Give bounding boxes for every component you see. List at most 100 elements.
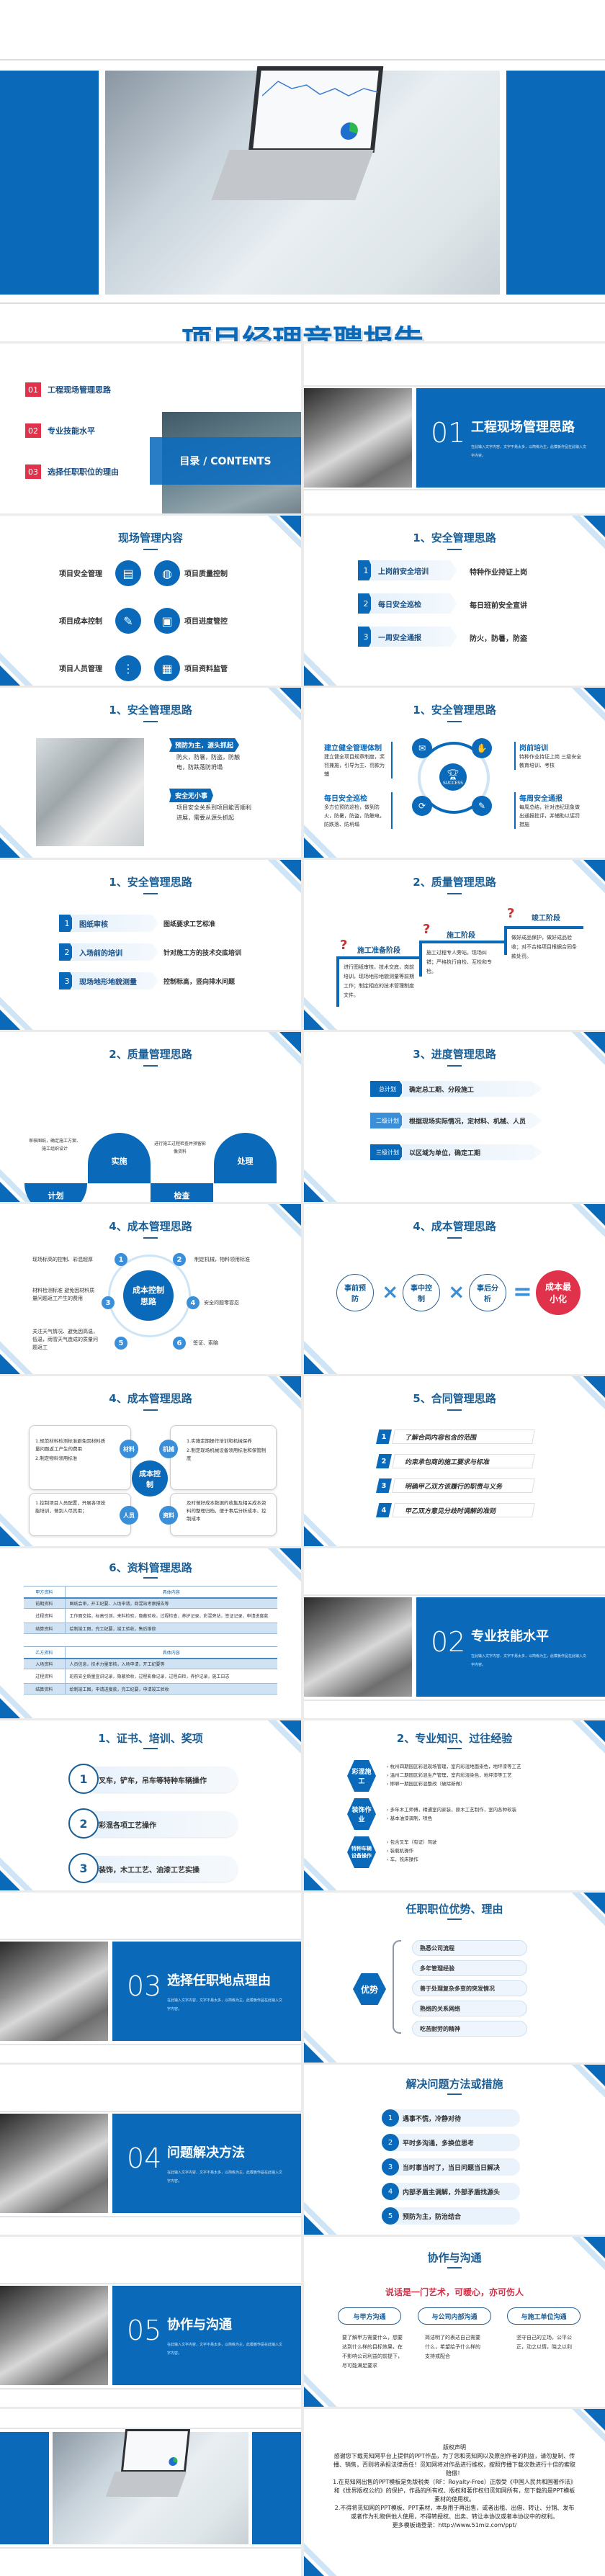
party-a-table: 甲方资料具体内容 前期资料图纸会审，开工纪要、入场申请，商混站考察报告等 过程资… [24, 1586, 277, 1634]
table-cell: 过程资料 [24, 1669, 66, 1684]
step-number: 1 [358, 560, 374, 580]
slide-title: 2、质量管理思路 [413, 876, 496, 889]
section-03-slide: 03 选择任职地点理由 在此输入文字内容，文字不易太多，以简练为主，此模板作品在… [0, 1893, 301, 2063]
item-label: 项目进度管控 [184, 618, 228, 626]
divider [0, 2547, 301, 2549]
pencil-icon: ✎ [472, 796, 492, 816]
stage-label: 施工阶段 [447, 932, 475, 940]
item-title: 建立健全管理体制 [324, 745, 382, 753]
table-cell: 人员信息，技术力量审核，入场申请，开工纪要等 [65, 1658, 277, 1669]
section-description: 在此输入文字内容，文字不易太多，以简练为主，此模板作品在此输入文字内容。 [167, 2171, 283, 2184]
number-tag: 1 [376, 1430, 392, 1444]
divider [304, 1594, 605, 1596]
copyright-link[interactable]: 更多模板请登录：http://www.51miz.com/ppt/ [392, 2522, 517, 2528]
item-label: 项目资料监管 [184, 665, 228, 673]
ruler-icon: ✎ [115, 608, 141, 634]
center-circle: 成本控制 [132, 1460, 168, 1496]
cost-slide-3: 4、成本管理思路 1.规范材料检测标准避免因材料质量问题返工产生的费用 2.制定… [0, 1376, 301, 1546]
step-bar [419, 941, 504, 943]
slide-title: 5、合同管理思路 [413, 1392, 496, 1405]
slide-title: 1、安全管理思路 [413, 704, 496, 717]
row-5: 2、质量管理思路 计划 实施 检查 处理 审核图纸，确定施工方案、施工组织设计 … [0, 1032, 605, 1202]
plan-text: 确定总工期、分段施工 [402, 1081, 542, 1097]
question-figure-icon: ? [423, 922, 431, 937]
corner-decoration [583, 1893, 605, 1914]
contract-item: 约束承包商的施工要求与标准 [392, 1454, 535, 1468]
experience-line: 温州二期园区彩混生产管理，室内彩混染色，地坪漆等工艺 [390, 1772, 512, 1778]
cost-item-text: 现场标高的控制、彩混超厚 [32, 1257, 93, 1262]
label-circle: 人员 [120, 1506, 138, 1525]
toc-number: 03 [25, 465, 41, 479]
table-cell: 结算资料 [24, 1683, 66, 1695]
table-header: 具体内容 [65, 1586, 277, 1599]
cert-item: 彩混各项工艺操作 [83, 1811, 238, 1837]
step-desc: 针对施工方的技术交底培训 [163, 950, 242, 957]
category-hex: 彩混施工 [347, 1760, 376, 1792]
blue-panel-left [0, 71, 99, 295]
item-label: 项目质量控制 [184, 570, 228, 578]
box-line: 2.制定现场机械设备领用标准和保管制度 [187, 1448, 266, 1461]
comm-label: 与施工单位沟通 [507, 2307, 581, 2325]
term-circle: 事后分析 [469, 1274, 506, 1311]
box-line: 1.实施定期操作培训和机械保养 [187, 1438, 252, 1444]
handshake-icon: ✋ [472, 738, 492, 758]
item-label: 项目人员管理 [59, 665, 102, 673]
success-label: SUCCESS [443, 780, 463, 786]
number-badge: 4 [187, 1296, 200, 1309]
comm-text: 要了解甲方需要什么，想要达到什么样的目标效果，在不影响公司利益的前提下，尽可能满… [342, 2335, 403, 2369]
step-desc: 每日班前安全宣讲 [470, 602, 527, 610]
docs-slide: 6、资料管理思路 甲方资料具体内容 前期资料图纸会审，开工纪要、入场申请，商混站… [0, 1548, 301, 1718]
desk-photo [0, 2286, 108, 2385]
number-badge: 3 [102, 1296, 115, 1309]
divider [304, 489, 605, 490]
contract-item: 了解合同内容包含的范围 [392, 1430, 535, 1444]
block-text: 防火，防暑，防盗，防触电，防跌落防坍塌 [176, 754, 240, 771]
step-number: 2 [358, 593, 374, 614]
advantage-item: 熟络的关系网络 [412, 2001, 527, 2016]
slide-title: 6、资料管理思路 [109, 1561, 192, 1574]
cost-item-text: 签证、索赔 [193, 1340, 218, 1346]
chip-icon: ▦ [154, 655, 180, 681]
table-header: 具体内容 [65, 1646, 277, 1659]
section-number: 02 [431, 1626, 466, 1658]
solution-item: 遇事不慌，冷静对待 [387, 2109, 520, 2127]
slide-title: 1、安全管理思路 [109, 876, 192, 889]
section-description: 在此输入文字内容，文字不易太多，以简练为主，此模板作品在此输入文字内容。 [167, 2343, 283, 2356]
number-circle: 4 [382, 2183, 399, 2200]
number-circle: 3 [382, 2158, 399, 2176]
number-tag: 4 [376, 1503, 392, 1517]
cost-item-text: 关注天气情况、避免因高温，低温，雨雪天气造成的质量问题返工 [32, 1329, 98, 1350]
experience-line: 包含叉车（有证）驾驶 [390, 1839, 437, 1845]
corner-decoration [304, 1182, 324, 1202]
corner-decoration [279, 1204, 301, 1226]
row-8: 6、资料管理思路 甲方资料具体内容 前期资料图纸会审，开工纪要、入场申请，商混站… [0, 1548, 605, 1718]
item-title: 岗前培训 [519, 745, 548, 753]
row-10: 03 选择任职地点理由 在此输入文字内容，文字不易太多，以简练为主，此模板作品在… [0, 1893, 605, 2063]
box-line: 1.规范材料检测标准避免因材料质量问题返工产生的费用 [35, 1438, 106, 1452]
section-number: 04 [127, 2142, 162, 2174]
contract-item: 甲乙双方意见分歧时调解的准则 [392, 1503, 535, 1517]
cert-item: 装饰，木工工艺、油漆工艺实操 [83, 1856, 238, 1882]
contract-item: 明确甲乙双方该履行的职责与义务 [392, 1478, 535, 1493]
box-line: 1.控制项目人员配置，开展各项技能培训，做到人尽其用； [35, 1500, 106, 1514]
section-number: 05 [127, 2315, 162, 2346]
corner-decoration [583, 516, 605, 537]
item-label: 项目成本控制 [59, 618, 102, 626]
safety-slide-2: 1、安全管理思路 预防为主，源头抓起 防火，防暑，防盗，防触电，防跌落防坍塌 安… [0, 688, 301, 858]
row-13: 版权声明 感谢您下载觅知网平台上提供的PPT作品，为了您和觅知网以及原创作者的利… [0, 2409, 605, 2576]
desk-photo [0, 1942, 108, 2041]
title-slide: 项目经理竞聘报告 项目经理资格认证答辩 [0, 0, 605, 341]
documents-box: 及时做好成本数据的收集及相关成本资料的整理归档，便于事后分析成本、控制成本 [170, 1493, 277, 1536]
number-tag: 2 [376, 1454, 392, 1468]
copyright-title: 版权声明 [443, 2444, 466, 2451]
step-bar [336, 956, 419, 959]
table-header: 乙方资料 [24, 1646, 66, 1659]
corner-decoration [279, 1376, 301, 1398]
step-number: 2 [59, 943, 75, 961]
table-cell: 班前安全质量宣讲记录，隐蔽验收，过程影像记录，过程自检，养护记录，施工日志 [65, 1669, 277, 1684]
number-badge: 6 [173, 1337, 186, 1350]
laptop-keyboard [211, 150, 374, 200]
